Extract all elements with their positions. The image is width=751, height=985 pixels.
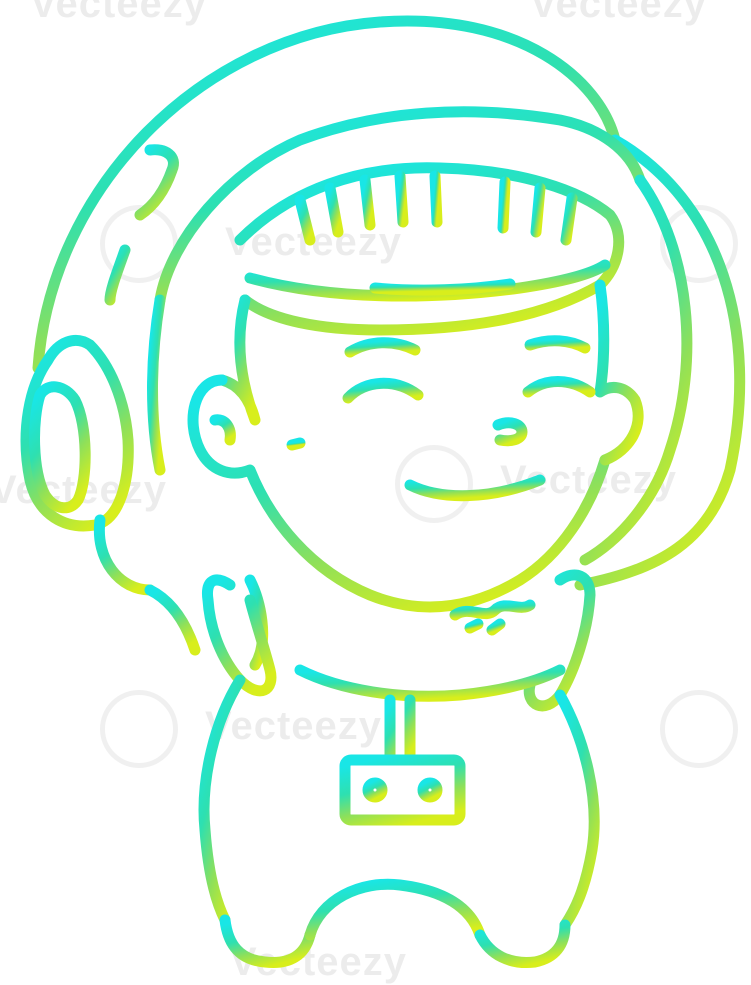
helmet-right-edge xyxy=(574,134,746,591)
watermark-text: Vecteezy xyxy=(530,0,708,26)
helmet-inner-left xyxy=(147,294,166,476)
face-right-side xyxy=(594,279,644,466)
chest-tube xyxy=(384,694,416,766)
ear-piece-outer xyxy=(20,335,134,532)
right-leg xyxy=(474,919,571,969)
watermark-logo-icon xyxy=(660,690,738,768)
suit-chest-line xyxy=(294,664,566,702)
watermark-logo-icon xyxy=(660,205,738,283)
helmet-shine xyxy=(134,144,179,221)
face-outline xyxy=(187,374,611,613)
leg-divider xyxy=(304,878,486,941)
chin-stubble xyxy=(449,599,536,621)
ear-piece-inner xyxy=(29,381,91,514)
suit-right xyxy=(554,689,600,931)
helmet-shine-2 xyxy=(104,244,131,306)
left-arm xyxy=(93,514,156,596)
chest-button-right-icon xyxy=(417,777,443,803)
left-eyebrow xyxy=(344,337,421,358)
right-hand xyxy=(523,569,596,712)
face-left-side xyxy=(216,294,261,426)
watermark-logo-icon xyxy=(100,690,178,768)
helmet-inner-rim xyxy=(154,106,646,306)
nose xyxy=(492,417,528,447)
helmet-outline xyxy=(32,15,621,374)
right-eyebrow xyxy=(524,335,591,354)
left-leg xyxy=(219,914,316,969)
right-eye xyxy=(522,376,596,398)
collar xyxy=(244,574,269,671)
chest-button-left-icon xyxy=(362,777,388,803)
watermark-logo-icon xyxy=(395,445,473,523)
smile xyxy=(404,474,546,502)
left-eye xyxy=(342,377,424,404)
watermark-text: Vecteezy xyxy=(30,0,208,26)
suit-left xyxy=(198,674,246,926)
hair-outline xyxy=(234,162,625,336)
helmet-inner-right xyxy=(579,174,693,566)
chest-control-box xyxy=(339,754,466,826)
watermark-text: Vecteezy xyxy=(205,704,383,748)
